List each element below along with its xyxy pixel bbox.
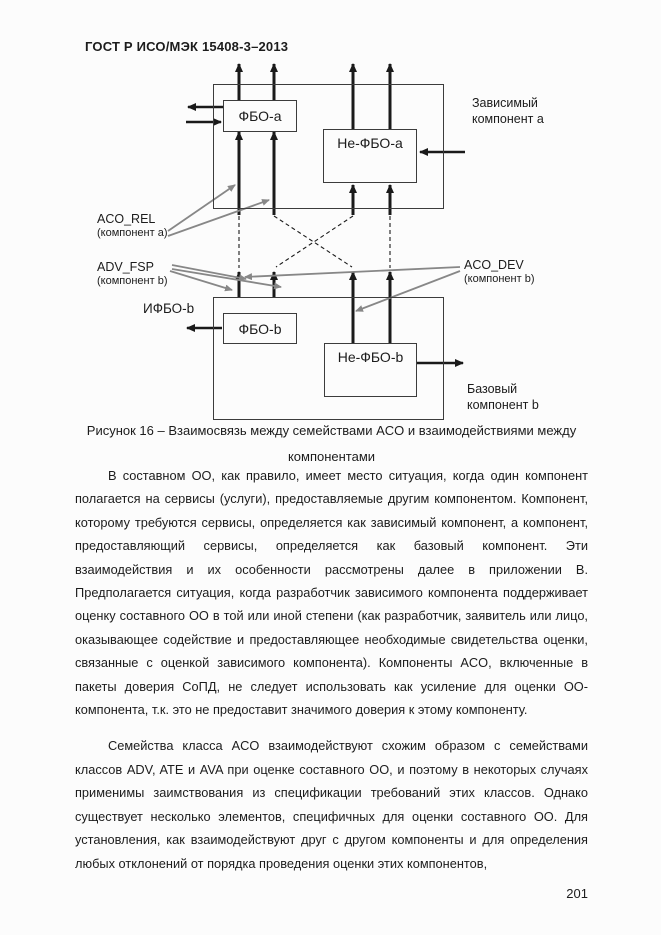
box-non-tsf-a-label: Не-ФБО-a — [337, 135, 403, 151]
box-non-tsf-b-label: Не-ФБО-b — [337, 349, 404, 365]
paragraph-2: Семейства класса ACO взаимодействуют схо… — [75, 738, 588, 871]
body-text: В составном ОО, как правило, имеет место… — [75, 464, 588, 888]
document-header: ГОСТ Р ИСО/МЭК 15408-3–2013 — [85, 39, 289, 54]
dashed-correspondence-lines — [238, 215, 391, 268]
label-dependent-component: Зависимый компонент a — [472, 96, 544, 126]
diagram-arrows — [167, 63, 465, 367]
figure-caption: Рисунок 16 – Взаимосвязь между семейства… — [75, 418, 588, 470]
box-non-tsf-b: Не-ФБО-b — [324, 343, 417, 397]
figure-caption-line1: Рисунок 16 – Взаимосвязь между семейства… — [86, 423, 577, 438]
label-base-component: Базовый компонент b — [467, 382, 539, 412]
box-non-tsf-a: Не-ФБО-a — [323, 129, 417, 183]
box-tsf-a-label: ФБО-a — [238, 108, 282, 124]
figure-caption-line2: компонентами — [287, 449, 376, 464]
label-aco-rel: ACO_REL (компонент a) — [97, 212, 168, 239]
gray-annotation-arrows — [167, 184, 461, 312]
figure-16-diagram: ФБО-a Не-ФБО-a ФБО-b Не-ФБО-b Зависимый … — [0, 55, 661, 420]
black-flow-arrows — [186, 63, 465, 367]
page-number: 201 — [566, 886, 588, 901]
label-itsf-b: ИФБО-b — [143, 301, 195, 316]
box-tsf-a: ФБО-a — [223, 100, 297, 132]
box-tsf-b-label: ФБО-b — [238, 320, 282, 337]
label-aco-dev: ACO_DEV (компонент b) — [464, 258, 535, 285]
dependent-component-rect — [213, 84, 444, 209]
base-component-rect — [213, 297, 444, 420]
box-tsf-b: ФБО-b — [223, 313, 297, 344]
label-adv-fsp: ADV_FSP (компонент b) — [97, 260, 168, 287]
paragraph-1: В составном ОО, как правило, имеет место… — [75, 468, 588, 718]
